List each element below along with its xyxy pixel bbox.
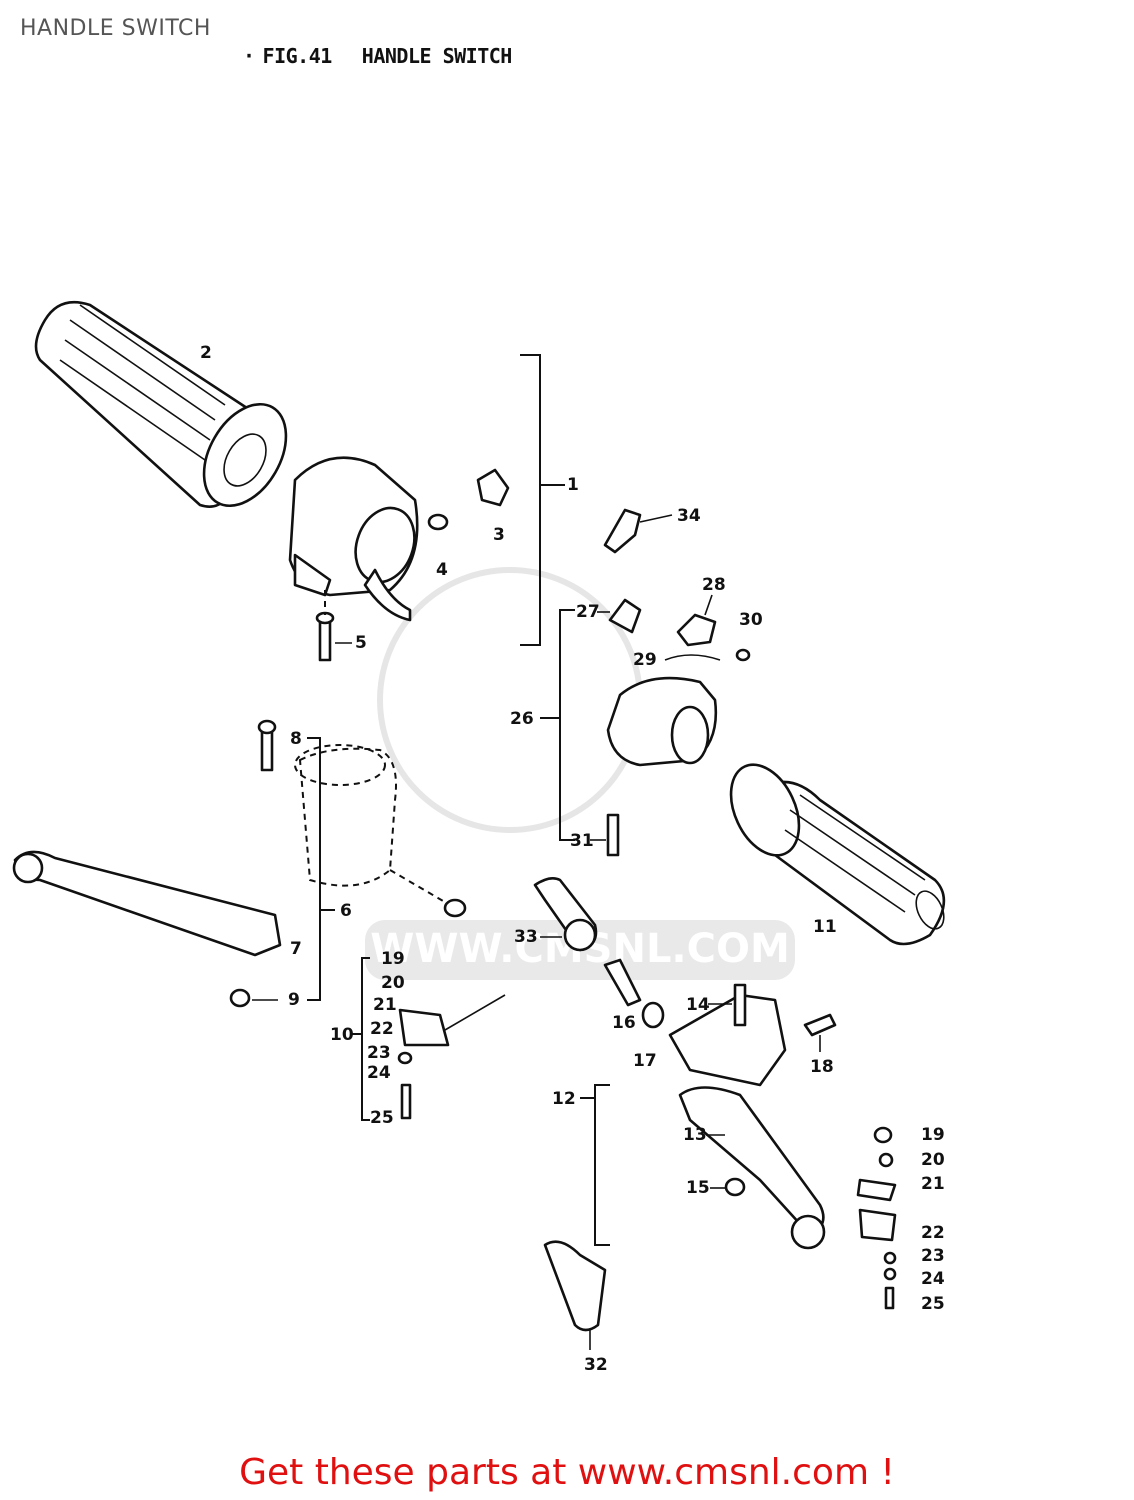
label-13: 13	[683, 1125, 707, 1145]
part-15-nut	[724, 1177, 746, 1197]
part-8-bolt	[257, 719, 277, 772]
label-32: 32	[584, 1355, 608, 1375]
left-lever-holder	[294, 744, 467, 918]
label-28: 28	[702, 575, 726, 595]
label-20-right: 20	[921, 1150, 945, 1170]
label-27: 27	[576, 602, 600, 622]
label-6: 6	[340, 901, 352, 921]
label-29: 29	[633, 650, 657, 670]
lever-holder-right	[668, 983, 787, 1087]
part-17-nut	[641, 1001, 665, 1029]
right-lever	[678, 1086, 826, 1250]
page-title: HANDLE SWITCH	[20, 16, 211, 41]
label-14: 14	[686, 995, 710, 1015]
label-2: 2	[200, 343, 212, 363]
part-3-clamp	[476, 468, 510, 507]
label-11: 11	[813, 917, 837, 937]
label-23-left: 23	[367, 1043, 391, 1063]
label-20-left: 20	[381, 973, 405, 993]
label-33: 33	[514, 927, 538, 947]
label-18: 18	[810, 1057, 834, 1077]
label-9: 9	[288, 990, 300, 1010]
part-34-bracket	[603, 508, 642, 554]
label-19-left: 19	[381, 949, 405, 969]
part-29-spring	[664, 654, 721, 661]
label-12: 12	[552, 1089, 576, 1109]
label-24-right: 24	[921, 1269, 945, 1289]
label-4: 4	[436, 560, 448, 580]
part-18-bolt	[803, 1013, 837, 1037]
part-labels: 1 2 3 4 5 6 7 8 9 10 11 12 13 14 15 16 1…	[200, 343, 945, 1375]
label-8: 8	[290, 729, 302, 749]
footer-link-text[interactable]: Get these parts at www.cmsnl.com !	[239, 1452, 895, 1493]
label-23-right: 23	[921, 1246, 945, 1266]
part-32-boot	[543, 1240, 607, 1332]
part-27-clamp	[608, 598, 642, 634]
part-31-screw	[606, 813, 620, 857]
left-grip	[34, 300, 288, 508]
label-25-left: 25	[370, 1108, 394, 1128]
leader-lines	[252, 514, 821, 1350]
left-switch-housing	[288, 456, 419, 622]
label-1: 1	[567, 475, 579, 495]
part-33-throttle-tube	[533, 877, 598, 952]
part-9-nut	[229, 988, 251, 1008]
part-28-cam	[676, 613, 717, 647]
label-25-right: 25	[921, 1294, 945, 1314]
part-5-screw	[315, 611, 335, 662]
part-19-25-switch	[856, 1126, 897, 1310]
label-24-left: 24	[367, 1063, 391, 1083]
label-31: 31	[570, 831, 594, 851]
label-17: 17	[633, 1051, 657, 1071]
label-21-left: 21	[373, 995, 397, 1015]
figure-caption: HANDLE SWITCH	[361, 44, 513, 68]
right-switch-housing	[606, 676, 718, 767]
part-16-bolt	[603, 958, 642, 1007]
label-16: 16	[612, 1013, 636, 1033]
label-22-left: 22	[370, 1019, 394, 1039]
label-7: 7	[290, 939, 302, 959]
part-10-switch	[397, 994, 506, 1120]
left-lever	[12, 850, 282, 957]
label-34: 34	[677, 506, 701, 526]
label-30: 30	[739, 610, 763, 630]
right-grip	[729, 763, 946, 946]
label-19-right: 19	[921, 1125, 945, 1145]
label-26: 26	[510, 709, 534, 729]
label-10: 10	[330, 1025, 354, 1045]
label-21-right: 21	[921, 1174, 945, 1194]
part-30-screw	[735, 648, 751, 662]
label-3: 3	[493, 525, 505, 545]
label-15: 15	[686, 1178, 710, 1198]
label-5: 5	[355, 633, 367, 653]
figure-number: FIG.41	[262, 44, 333, 68]
part-4-nut	[427, 513, 449, 531]
label-22-right: 22	[921, 1223, 945, 1243]
